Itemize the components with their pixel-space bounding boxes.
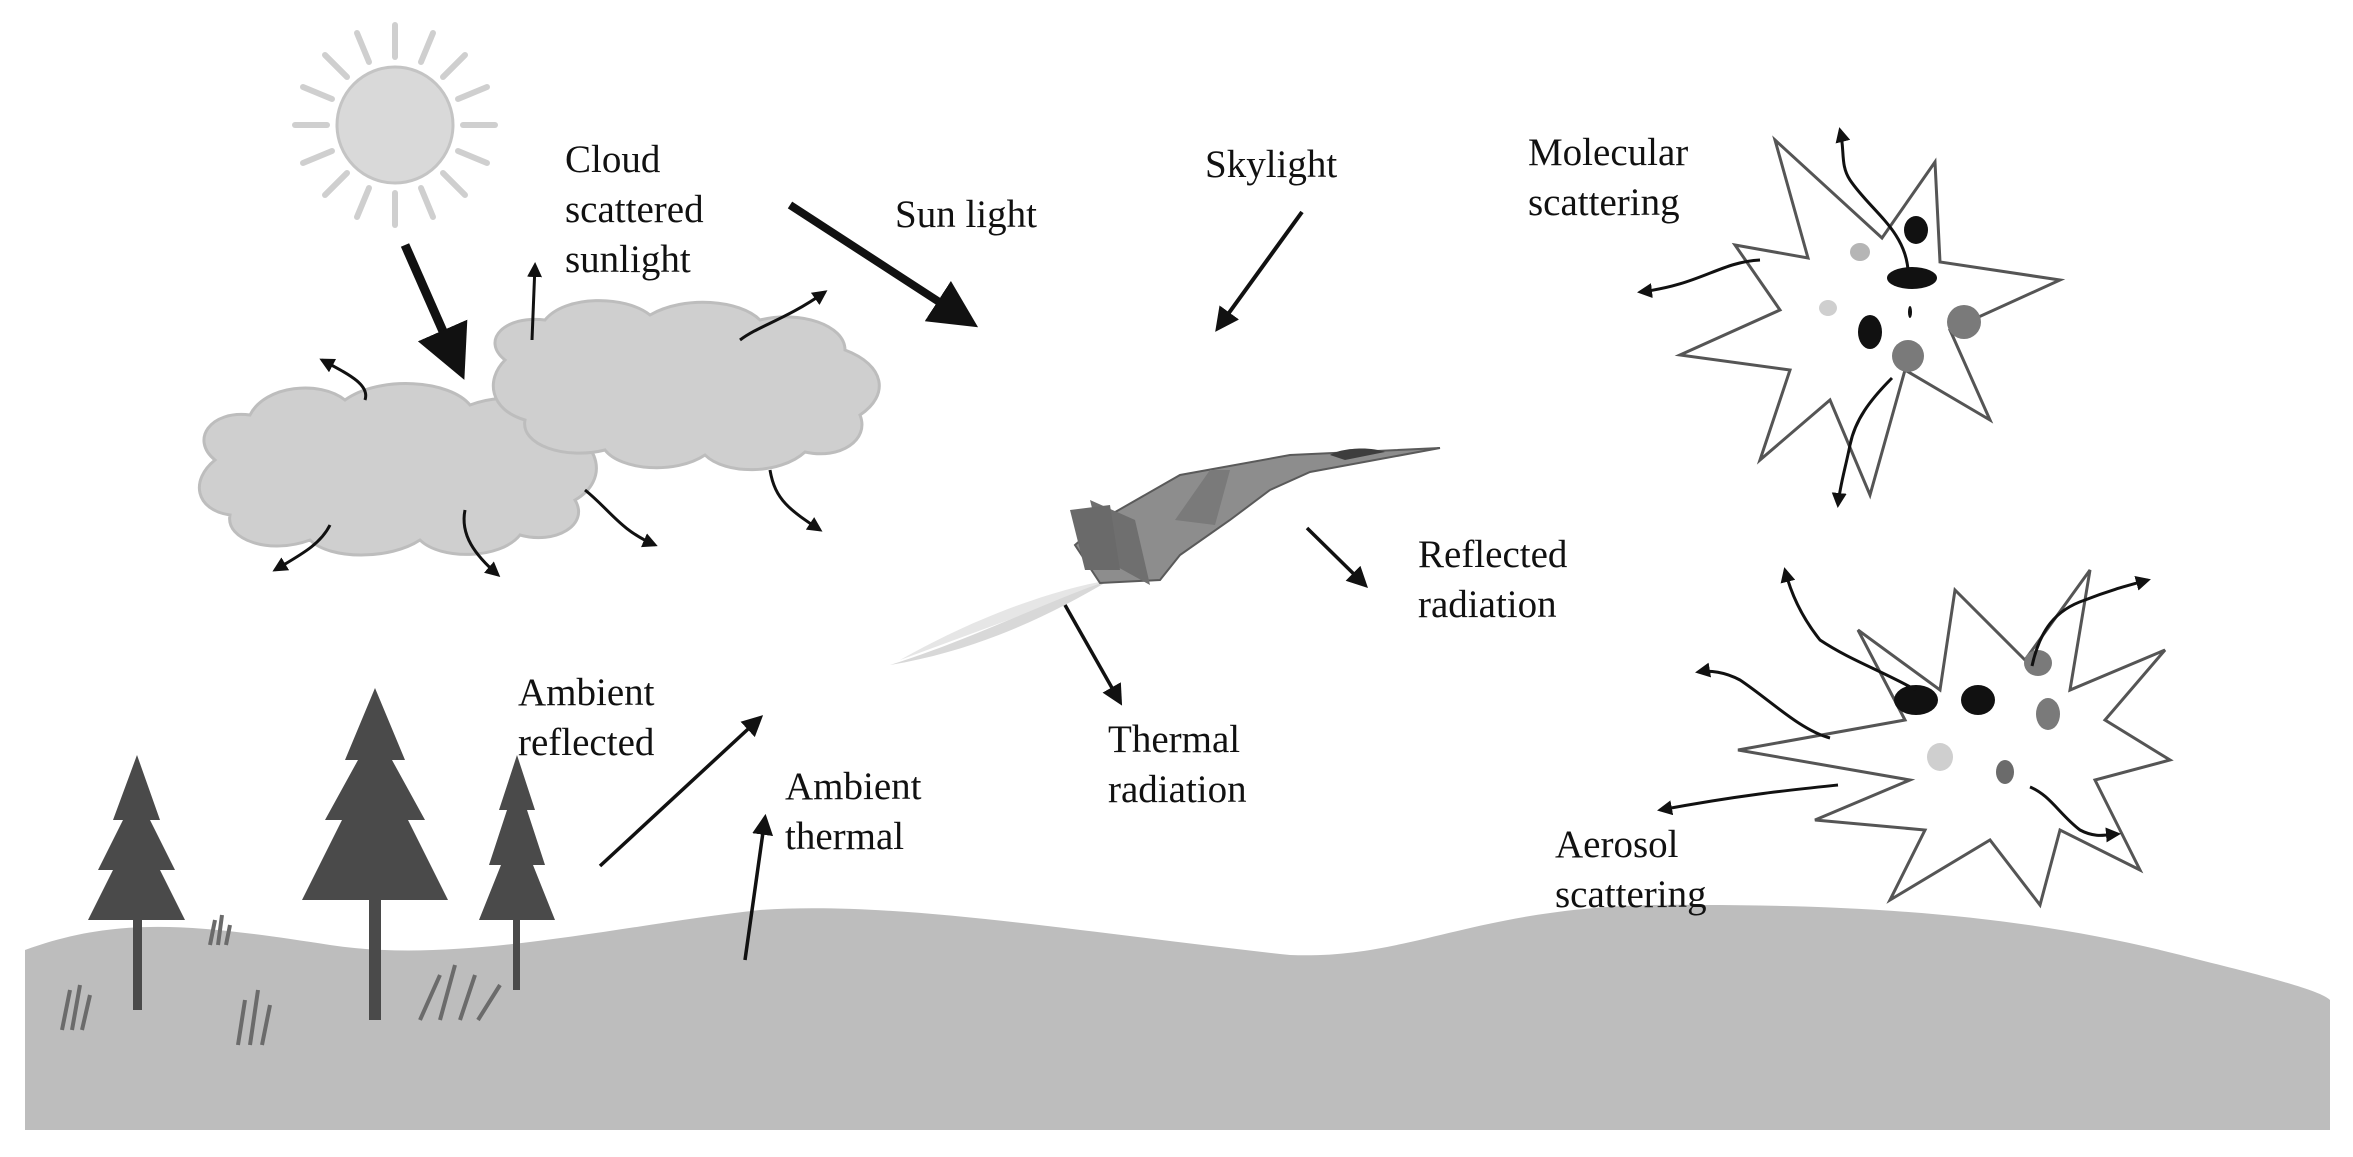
sun-to-cloud-arrow [400, 243, 468, 380]
main-arrows [400, 201, 1368, 961]
label-thermal-radiation: Thermal radiation [1108, 718, 1247, 811]
trees [88, 688, 555, 1020]
cloud-icon [197, 299, 881, 557]
aircraft-icon [890, 447, 1441, 665]
thermal-radiation-arrow [1063, 604, 1123, 706]
label-sun-light: Sun light [895, 193, 1037, 236]
label-skylight: Skylight [1205, 143, 1338, 186]
label-ambient-thermal: Ambient thermal [785, 765, 922, 858]
label-cloud-scattered-sunlight: Cloud scattered sunlight [565, 138, 704, 281]
ambient-reflected-arrow [598, 715, 764, 868]
skylight-arrow [1215, 210, 1304, 332]
sun-icon [292, 22, 498, 228]
ambient-thermal-arrow [743, 813, 774, 961]
grass-tufts [60, 914, 502, 1046]
cloud-scatter-arrows [272, 262, 828, 577]
molecular-scattering-star [1637, 127, 2066, 508]
label-aerosol-scattering: Aerosol scattering [1555, 823, 1707, 916]
label-ambient-reflected: Ambient reflected [518, 671, 655, 764]
aerosol-scattering-star [1657, 567, 2174, 909]
reflected-radiation-arrow [1305, 526, 1368, 588]
label-reflected-radiation: Reflected radiation [1418, 533, 1568, 626]
sun-light-arrow [787, 201, 979, 328]
ground [25, 904, 2330, 1130]
label-molecular-scattering: Molecular scattering [1528, 131, 1689, 224]
